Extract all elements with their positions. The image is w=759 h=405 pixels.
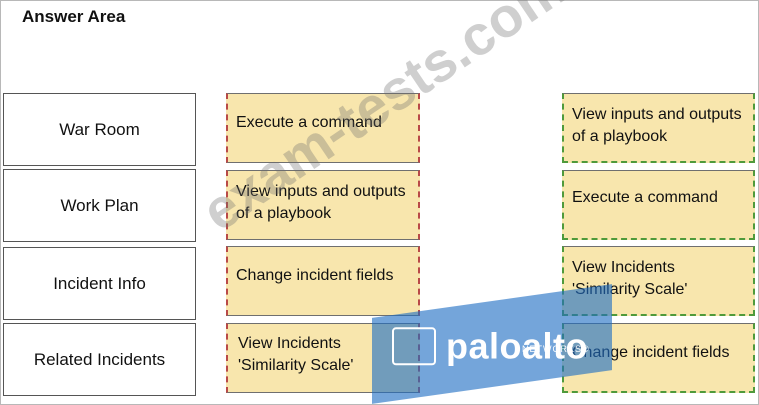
category-label: War Room xyxy=(59,119,140,139)
option-card-label: Change incident fields xyxy=(572,344,730,361)
answer-slot-incident-info[interactable]: Change incident fields xyxy=(226,246,420,316)
answer-card-label: Change incident fields xyxy=(236,267,394,284)
category-label: Related Incidents xyxy=(33,349,166,369)
option-card-execute-command[interactable]: Execute a command xyxy=(562,170,755,240)
answer-slot-work-plan[interactable]: View inputs and outputs of a playbook xyxy=(226,170,420,240)
answer-card-label: View Incidents 'Similarity Scale' xyxy=(238,335,354,374)
category-related-incidents: Related Incidents xyxy=(3,323,196,396)
answer-card-label: Execute a command xyxy=(236,114,382,131)
answer-slot-related-incidents[interactable]: View Incidents 'Similarity Scale' xyxy=(226,323,420,393)
option-card-label: Execute a command xyxy=(572,189,718,206)
option-card-change-fields[interactable]: Change incident fields xyxy=(562,323,755,393)
category-war-room: War Room xyxy=(3,93,196,166)
category-label: Incident Info xyxy=(53,273,146,293)
option-card-similarity-scale[interactable]: View Incidents 'Similarity Scale' xyxy=(562,246,755,316)
option-card-playbook[interactable]: View inputs and outputs of a playbook xyxy=(562,93,755,163)
answer-slot-war-room[interactable]: Execute a command xyxy=(226,93,420,163)
option-card-label: View Incidents 'Similarity Scale' xyxy=(572,259,688,298)
category-label: Work Plan xyxy=(60,195,139,215)
category-work-plan: Work Plan xyxy=(3,169,196,242)
category-incident-info: Incident Info xyxy=(3,247,196,320)
answer-card-label: View inputs and outputs of a playbook xyxy=(236,183,406,222)
answer-area-title: Answer Area xyxy=(22,7,126,26)
option-card-label: View inputs and outputs of a playbook xyxy=(572,106,742,145)
